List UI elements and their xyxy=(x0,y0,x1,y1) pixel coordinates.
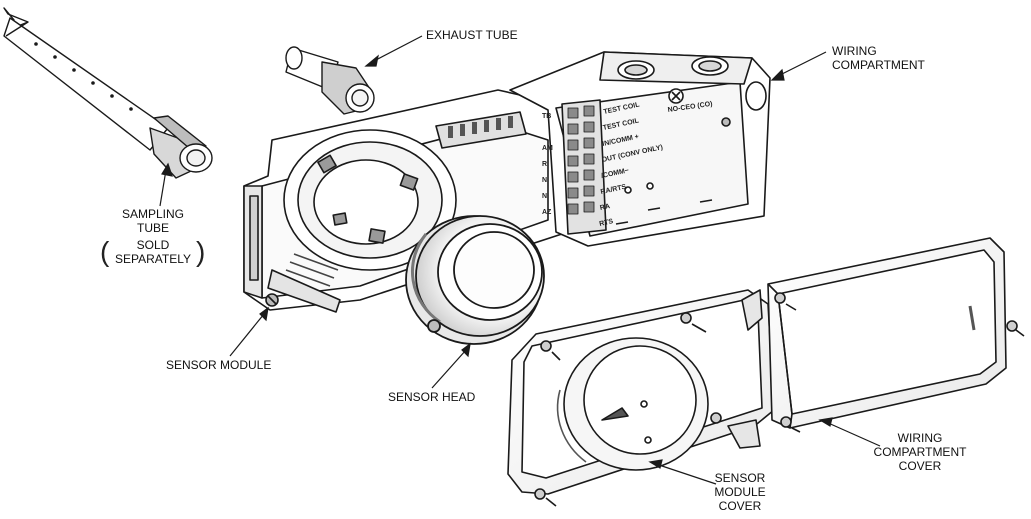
wiring-compartment-cover-line-1: WIRING xyxy=(897,431,943,445)
sensor-head xyxy=(405,215,545,345)
sensor-module-cover-line-3: COVER xyxy=(718,499,762,513)
sensor-module-cover-line-1: SENSOR xyxy=(714,471,766,485)
sampling-tube-label-line-1: SAMPLING xyxy=(121,207,184,221)
sensor-module-label: SENSOR MODULE xyxy=(166,358,272,372)
sensor-head-label: SENSOR HEAD xyxy=(388,390,476,404)
terminal-side-mark: N xyxy=(542,193,547,200)
sampling-tube-label-line-2: TUBE xyxy=(136,221,169,235)
exhaust-tube xyxy=(285,46,375,115)
sampling-tube-label: SAMPLING TUBE xyxy=(110,207,196,235)
terminal-label: RA xyxy=(599,203,610,212)
terminal-side-mark: AZ xyxy=(542,209,552,216)
wiring-compartment-label-line-1: WIRING xyxy=(832,44,877,58)
sold-separately-label: SOLD SEPARATELY xyxy=(108,238,198,266)
wiring-compartment-cover-label: WIRING COMPARTMENT COVER xyxy=(870,431,970,473)
terminal-side-mark: R xyxy=(542,161,547,168)
sold-separately-line-1: SOLD xyxy=(136,238,170,252)
sensor-module-cover-label: SENSOR MODULE COVER xyxy=(704,471,776,513)
wiring-compartment-box xyxy=(509,51,771,247)
sensor-module-cover-line-2: MODULE xyxy=(714,485,766,499)
wiring-compartment-cover-line-2: COMPARTMENT xyxy=(873,445,967,459)
terminal-side-mark: AM xyxy=(542,145,553,152)
wiring-compartment-cover xyxy=(767,237,1025,433)
sampling-tube xyxy=(3,7,213,179)
terminal-side-mark: N xyxy=(542,177,547,184)
wiring-compartment-cover-line-3: COVER xyxy=(898,459,942,473)
wiring-compartment-label-line-2: COMPARTMENT xyxy=(832,58,925,72)
wiring-compartment-label: WIRING COMPARTMENT xyxy=(832,44,925,72)
terminal-side-mark: TB xyxy=(542,113,551,120)
right-paren: ) xyxy=(196,236,206,267)
exhaust-tube-label: EXHAUST TUBE xyxy=(426,28,518,42)
left-paren: ( xyxy=(100,236,110,267)
sold-separately-line-2: SEPARATELY xyxy=(114,252,192,266)
sensor-module-cover xyxy=(507,289,775,507)
terminal-label: RTS xyxy=(599,218,614,228)
leader-lines xyxy=(159,35,881,485)
